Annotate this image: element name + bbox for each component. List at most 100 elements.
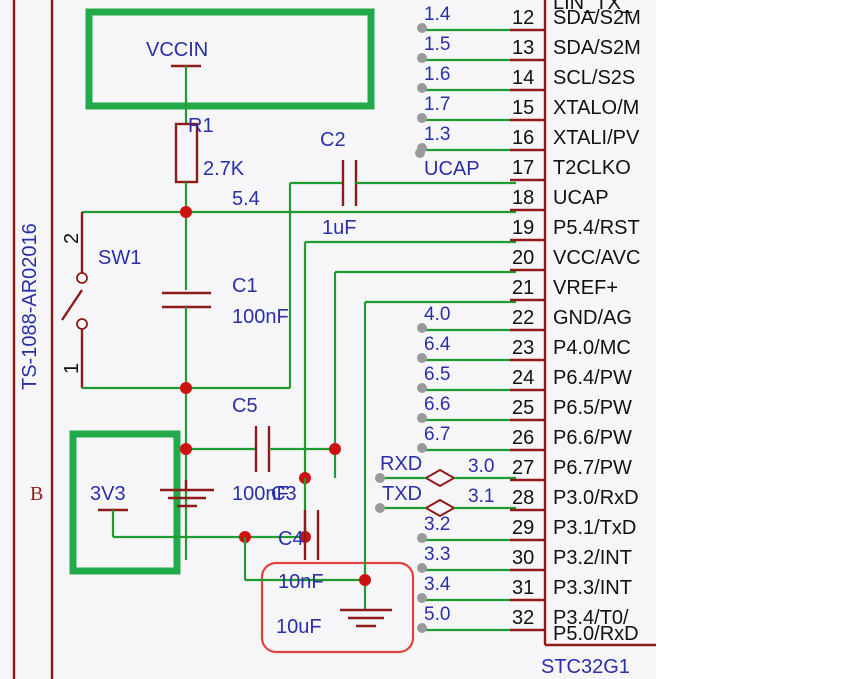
ic-pin-name: T2CLKO [553,157,631,179]
sw1-ref-label: SW1 [98,247,141,269]
c5-highlight-box [260,561,415,654]
ic-part-label: STC32G1 [541,656,630,678]
c4-value-label: 10nF [278,571,324,593]
ic-pin-name: XTALO/M [553,97,639,119]
canvas-background [0,0,656,679]
ic-pin-number: 18 [512,187,534,209]
ic-pin-number: 25 [512,397,534,419]
net-label: 6.5 [424,364,450,385]
ic-pin-number: 28 [512,487,534,509]
net-stub [417,323,427,333]
junction-c5-left [180,443,192,455]
ic-pin-name: VCC/AVC [553,247,640,269]
net-stub [417,413,427,423]
sw1-pin-bottom: 1 [61,363,83,374]
c3-value-label: 100nF [232,483,289,505]
ic-pin-name: XTALI/PV [553,127,640,149]
ic-pin-name: P6.4/PW [553,367,632,389]
ic-pin-name: P3.3/INT [553,577,632,599]
net-5-4-label: 5.4 [232,188,260,210]
c3-ref-label: C3 [271,483,297,505]
net-label: 3.0 [468,456,494,477]
net-stub [417,353,427,363]
net-stub [417,443,427,453]
c4-ref-label: C4 [278,528,304,550]
ic-pin-number: 22 [512,307,534,329]
net-label: 6.6 [424,394,450,415]
net-stub [417,53,427,63]
ic-pin-number: 21 [512,277,534,299]
vccin-label: VCCIN [146,39,208,61]
3v3-highlight-box [69,430,181,575]
net-label: 1.6 [424,64,450,85]
c2-value-label: 1uF [322,217,356,239]
ic-pin-number: 19 [512,217,534,239]
ic-pin-number: 29 [512,517,534,539]
ic-last-pin-name: P5.0/RxD [553,623,639,645]
net-label: 5.0 [424,604,450,625]
txd-stub [375,503,385,513]
ic-pin-name: P3.0/RxD [553,487,639,509]
ic-pin-name: VREF+ [553,277,618,299]
ic-pin-name: P6.6/PW [553,427,632,449]
rxd-stub [375,473,385,483]
r1-ref-label: R1 [188,115,214,137]
ic-pin-number: 16 [512,127,534,149]
ucap-net-label: UCAP [424,158,480,180]
net-label: 3.1 [468,486,494,507]
c5-value-label: 10uF [276,616,322,638]
ic-pin-number: 12 [512,7,534,29]
ic-pin-name: GND/AG [553,307,632,329]
net-stub [417,23,427,33]
net-stub [417,563,427,573]
ic-pin-name: P3.4/T0/ [553,607,629,629]
net-label: 1.3 [424,124,450,145]
junction-r1 [180,206,192,218]
ic-pin-name: SCL/S2S [553,67,635,89]
ic-pin-number: 17 [512,157,534,179]
ic-pin-number: 20 [512,247,534,269]
ic-pin-name: P4.0/MC [553,337,631,359]
net-stub [417,113,427,123]
net-label: 1.7 [424,94,450,115]
ic-pin-number: 31 [512,577,534,599]
ic-pin-name: UCAP [553,187,609,209]
ic-pin-name: P5.4/RST [553,217,640,239]
net-label: 6.4 [424,334,451,355]
ic-pin-number: 24 [512,367,534,389]
sw1-contact-top [76,272,88,284]
ic-pin-number: 14 [512,67,534,89]
connector-ref-label: TS-1088-AR02016 [19,223,41,390]
ic-pin-name: SDA/S2M [553,7,641,29]
r1-value-label: 2.7K [203,158,245,180]
ic-pin-number: 30 [512,547,534,569]
net-label: 4.0 [424,304,450,325]
sw1-contact-bottom [76,318,88,330]
junction-c4 [359,574,371,586]
ic-pin-name: P6.5/PW [553,397,632,419]
ic-pin-number: 15 [512,97,534,119]
ic-pin-name: P3.1/TxD [553,517,636,539]
junction-c1-sw [180,382,192,394]
sw1-pin-top: 2 [61,233,83,244]
net-label: 3.2 [424,514,450,535]
c5-ref-label: C5 [232,395,258,417]
txd-label: TXD [382,483,422,505]
c1-value-label: 100nF [232,306,289,328]
ic-pin-name: SDA/S2M [553,37,641,59]
net-stub [417,533,427,543]
net-label: 1.4 [424,4,451,25]
junction-c5-right [329,443,341,455]
vccin-highlight-box [85,8,375,110]
net-label: 6.7 [424,424,450,445]
ic-pin-name: P3.2/INT [553,547,632,569]
c2-ref-label: C2 [320,129,346,151]
net-stub [417,593,427,603]
net-label: 3.3 [424,544,450,565]
ic-pin-name: P6.7/PW [553,457,632,479]
net-stub [417,623,427,633]
net-stub [417,383,427,393]
zone-label: B [30,483,43,505]
